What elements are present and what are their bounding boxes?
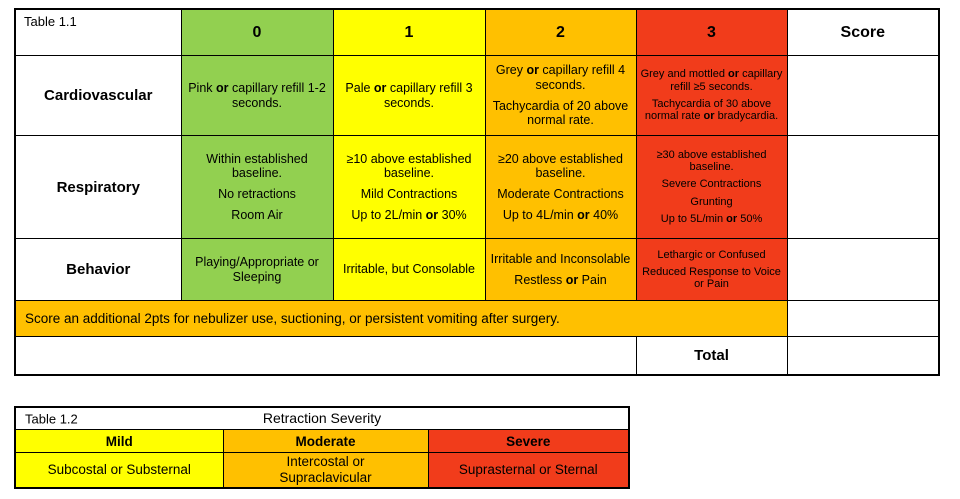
retraction-header-row: Mild Moderate Severe — [14, 429, 630, 453]
row-label-respiratory: Respiratory — [14, 135, 182, 239]
retraction-severe-value: Suprasternal or Sternal — [427, 452, 630, 489]
cell-respiratory-1: ≥10 above established baseline. Mild Con… — [332, 135, 486, 239]
score-cell-additional — [786, 300, 940, 337]
retraction-title-cell: Table 1.2 Retraction Severity — [14, 406, 630, 430]
cell-cardiovascular-1: Pale or capillary refill 3 seconds. — [332, 55, 486, 136]
retraction-mild-value: Subcostal or Substernal — [14, 452, 224, 489]
cell-text: Tachycardia of 20 above normal rate. — [492, 98, 629, 128]
retraction-moderate-value: Intercostal or Supraclavicular — [222, 452, 429, 489]
cell-text: Grunting — [690, 195, 733, 208]
col-header-3: 3 — [635, 8, 788, 56]
score-cell-respiratory — [786, 135, 940, 239]
retraction-severity-table: Table 1.2 Retraction Severity Mild Moder… — [14, 406, 630, 489]
score-table-1-1: Table 1.1 0 1 2 3 Score Cardiovascular P… — [14, 8, 940, 376]
col-header-0: 0 — [180, 8, 334, 56]
behavior-row: Behavior Playing/Appropriate or Sleeping… — [14, 238, 940, 301]
cell-cardiovascular-0: Pink or capillary refill 1-2 seconds. — [180, 55, 334, 136]
cell-text: Playing/Appropriate or Sleeping — [195, 254, 319, 284]
retraction-value-row: Subcostal or Substernal Intercostal or S… — [14, 452, 630, 489]
row-label-cardiovascular: Cardiovascular — [14, 55, 182, 136]
cell-behavior-1: Irritable, but Consolable — [332, 238, 486, 301]
cell-text: Up to 5L/min or 50% — [660, 212, 763, 225]
total-row-spacer — [14, 336, 637, 376]
score-header: Score — [786, 8, 940, 56]
cardiovascular-row: Cardiovascular Pink or capillary refill … — [14, 55, 940, 136]
header-row: Table 1.1 0 1 2 3 Score — [14, 8, 940, 56]
cell-text: ≥20 above established baseline. — [497, 151, 623, 181]
col-header-1: 1 — [332, 8, 486, 56]
cell-text: Pink or capillary refill 1-2 seconds. — [188, 80, 326, 110]
cell-text: Within established baseline. — [206, 151, 308, 181]
cell-behavior-2: Irritable and Inconsolable Restless or P… — [484, 238, 637, 301]
cell-text: Grey and mottled or capillary refill ≥5 … — [640, 68, 783, 93]
cell-text: ≥30 above established baseline. — [656, 148, 767, 174]
cell-text: Lethargic or Confused — [657, 248, 766, 261]
cell-text: ≥10 above established baseline. — [346, 151, 472, 181]
cell-text: Severe Contractions — [661, 178, 762, 191]
additional-points-note: Score an additional 2pts for nebulizer u… — [14, 300, 788, 337]
retraction-moderate-header: Moderate — [222, 429, 429, 453]
cell-text: Up to 4L/min or 40% — [502, 207, 619, 222]
cell-respiratory-0: Within established baseline. No retracti… — [180, 135, 334, 239]
cell-text: Pale or capillary refill 3 seconds. — [345, 80, 473, 110]
cell-text: Grey or capillary refill 4 seconds. — [495, 63, 626, 92]
retraction-mild-header: Mild — [14, 429, 224, 453]
cell-cardiovascular-2: Grey or capillary refill 4 seconds. Tach… — [484, 55, 637, 136]
note-row: Score an additional 2pts for nebulizer u… — [14, 300, 940, 337]
cell-text: Room Air — [231, 207, 283, 222]
cell-text: Reduced Response to Voice or Pain — [642, 265, 781, 291]
row-label-behavior: Behavior — [14, 238, 182, 301]
cell-respiratory-3: ≥30 above established baseline. Severe C… — [635, 135, 788, 239]
cell-text: Restless or Pain — [514, 272, 607, 287]
retraction-title-wrap: Table 1.2 Retraction Severity — [19, 410, 625, 428]
cell-text: No retractions — [218, 187, 296, 201]
total-label: Total — [635, 336, 788, 376]
retraction-title-row: Table 1.2 Retraction Severity — [14, 406, 630, 430]
total-row: Total — [14, 336, 940, 376]
cell-text: Irritable and Inconsolable — [490, 251, 631, 266]
retraction-severity-title: Retraction Severity — [262, 409, 382, 426]
cell-respiratory-2: ≥20 above established baseline. Moderate… — [484, 135, 637, 239]
cell-text: Moderate Contractions — [497, 187, 624, 201]
total-score-cell — [786, 336, 940, 376]
table-1-1-label: Table 1.1 — [14, 8, 182, 56]
cell-text: Mild Contractions — [360, 187, 458, 201]
retraction-severe-header: Severe — [427, 429, 630, 453]
cell-behavior-0: Playing/Appropriate or Sleeping — [180, 238, 334, 301]
cell-text: Tachycardia of 30 above normal rate or b… — [644, 98, 779, 123]
score-cell-cardiovascular — [786, 55, 940, 136]
score-cell-behavior — [786, 238, 940, 301]
cell-text: Irritable, but Consolable — [342, 262, 476, 277]
cell-behavior-3: Lethargic or Confused Reduced Response t… — [635, 238, 788, 301]
col-header-2: 2 — [484, 8, 637, 56]
respiratory-row: Respiratory Within established baseline.… — [14, 135, 940, 239]
table-1-2-label: Table 1.2 — [25, 411, 78, 426]
cell-text: Up to 2L/min or 30% — [351, 207, 467, 222]
cell-cardiovascular-3: Grey and mottled or capillary refill ≥5 … — [635, 55, 788, 136]
